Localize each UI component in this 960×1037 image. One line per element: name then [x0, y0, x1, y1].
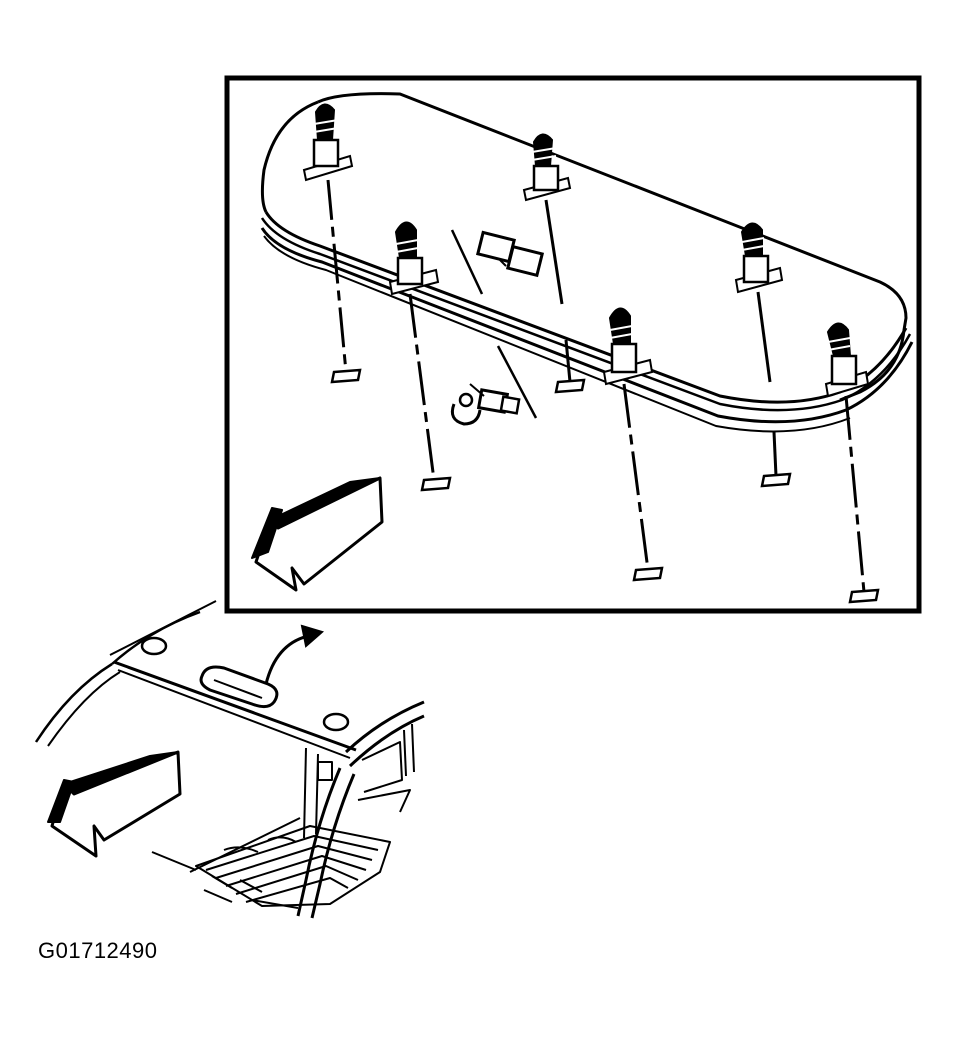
- mounting-slot-6: [848, 588, 880, 604]
- electrical-connector-upper: [475, 230, 545, 278]
- console-panel: [260, 92, 914, 433]
- fastener-3: [388, 221, 440, 296]
- dome-lamp-front: [140, 636, 168, 656]
- mounting-slot-4: [760, 472, 792, 488]
- fastener-5: [602, 307, 654, 386]
- mounting-slot-5: [632, 566, 664, 582]
- console-location: [199, 665, 279, 709]
- vehicle-front-arrow-icon: [47, 750, 182, 858]
- fastener-1: [302, 103, 354, 182]
- fastener-6: [824, 322, 870, 398]
- figure-id-label: G01712490: [38, 938, 158, 963]
- mounting-slot-3: [420, 476, 452, 492]
- alignment-lines: [326, 179, 866, 593]
- connector-pointer-lines: [450, 229, 538, 419]
- mounting-slots: [330, 368, 880, 604]
- vehicle-interior: [34, 610, 425, 919]
- dome-lamp-rear: [322, 712, 350, 732]
- front-direction-arrow-icon: [251, 476, 384, 592]
- floor-mat: [195, 825, 391, 907]
- curved-arrow-icon: [264, 624, 325, 685]
- fastener-4: [734, 222, 784, 294]
- electrical-connector-lower: [450, 383, 521, 426]
- mounting-slot-1: [330, 368, 362, 384]
- mounting-slot-2: [554, 378, 586, 394]
- fastener-2: [522, 133, 572, 202]
